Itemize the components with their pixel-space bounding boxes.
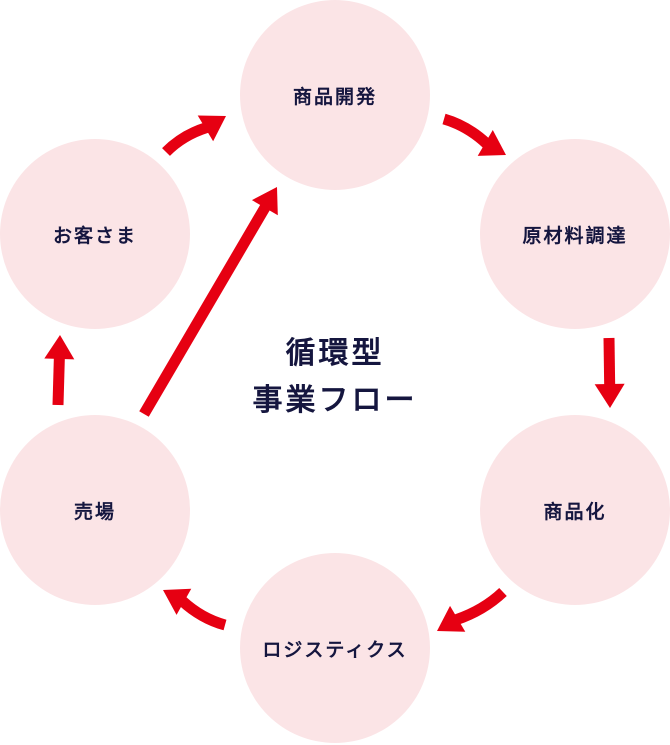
node-raw-material-procurement: 原材料調達 (480, 139, 670, 329)
arrow-head (477, 129, 506, 156)
arrow-shaft (442, 113, 491, 149)
flow-arrow-commercialization-to-logistics-icon (594, 337, 625, 408)
flow-arrow-sales-floor-to-product-development-icon (139, 187, 278, 417)
arrow-shaft (454, 587, 507, 626)
arrow-head (594, 383, 625, 408)
arrow-head (44, 335, 75, 360)
arrow-shaft (603, 337, 616, 387)
node-label: 売場 (73, 500, 116, 523)
node-label: お客さま (52, 224, 137, 247)
arrow-head (437, 605, 466, 632)
node-label: ロジスティクス (262, 638, 408, 661)
node-commercialization: 商品化 (480, 415, 670, 605)
node-label: 商品化 (543, 500, 607, 523)
flow-arrow-sales-floor-to-customers-icon (163, 588, 227, 631)
node-product-development: 商品開発 (240, 0, 430, 190)
diagram-title: 循環型 事業フロー (185, 330, 485, 424)
node-label: 原材料調達 (522, 224, 628, 247)
title-line-1: 循環型 (285, 336, 385, 371)
node-logistics: ロジスティクス (240, 553, 430, 743)
arrow-shaft (178, 596, 227, 631)
arrow-head (251, 187, 278, 216)
flow-arrow-product-development-to-raw-material-procurement-icon (162, 115, 226, 156)
arrow-head (163, 588, 192, 615)
flow-arrow-logistics-to-sales-floor-icon (437, 587, 507, 632)
flow-arrow-customers-to-product-development-icon (44, 335, 75, 406)
title-line-2: 事業フロー (252, 383, 418, 418)
node-customers: お客さま (0, 139, 190, 329)
arrow-head (197, 115, 226, 142)
node-sales-floor: 売場 (0, 415, 190, 605)
arrow-shaft (52, 356, 65, 406)
arrow-shaft (139, 203, 271, 417)
node-label: 商品開発 (292, 85, 377, 108)
arrow-shaft (162, 122, 209, 156)
flow-arrow-raw-material-procurement-to-commercialization-icon (442, 113, 506, 156)
